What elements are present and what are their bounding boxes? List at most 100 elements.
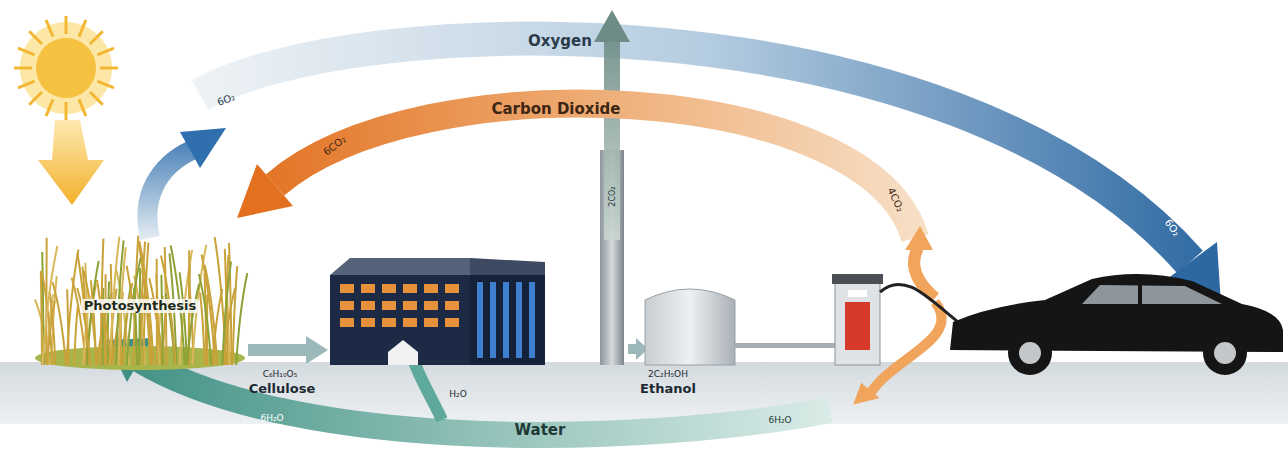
grass-blade	[236, 273, 247, 365]
sun-disc	[36, 38, 96, 98]
factory-window	[340, 318, 354, 327]
factory-column	[477, 282, 483, 358]
sun-ray	[14, 67, 32, 70]
formula: 6H₂O	[260, 413, 283, 423]
grass-blade	[41, 271, 42, 365]
grass-blade	[187, 284, 199, 365]
factory-window	[361, 284, 375, 293]
flow-name: Water	[515, 422, 566, 439]
tank	[645, 289, 735, 365]
ethanol-tank	[645, 289, 835, 365]
factory-window	[382, 318, 396, 327]
factory-window	[445, 284, 459, 293]
sunlight-arrow	[38, 120, 104, 205]
grass-blade	[53, 282, 66, 365]
fuel-pump	[832, 274, 958, 365]
pump-display	[848, 290, 867, 297]
factory-window	[382, 301, 396, 310]
factory-window	[361, 301, 375, 310]
car-window	[1082, 285, 1222, 304]
formula: 6H₂O	[768, 415, 791, 425]
sun-ray	[90, 31, 103, 44]
pump-body	[835, 282, 880, 365]
formula: 2CO₂	[607, 187, 616, 207]
factory-window	[445, 318, 459, 327]
smokestack	[594, 10, 630, 365]
factory-window	[403, 318, 417, 327]
factory-window	[424, 301, 438, 310]
grass-blade	[74, 305, 78, 365]
flow-name: Oxygen	[528, 33, 592, 50]
factory-roof-side	[470, 258, 545, 275]
co2-flow	[237, 104, 942, 415]
sun-ray	[97, 48, 114, 55]
grass-blade	[43, 246, 58, 365]
grass-blade	[138, 268, 141, 365]
sun-ray	[97, 81, 114, 88]
cellulose-arrow-head	[306, 336, 328, 364]
factory-columns	[477, 282, 535, 358]
grass-blade	[222, 262, 231, 365]
exhaust-co2-head	[905, 226, 933, 250]
sun-ray	[79, 99, 86, 116]
factory-side	[470, 275, 545, 365]
co2-arrowhead	[237, 164, 293, 218]
exhaust-water-head	[847, 383, 880, 415]
substance-name: Cellulose	[249, 382, 315, 397]
stack-co2-arrow	[604, 40, 620, 240]
sun-ray	[100, 67, 118, 70]
cellulose-arrow	[248, 344, 308, 356]
factory-column	[503, 282, 509, 358]
factory-front	[330, 275, 470, 365]
process-water-arrow	[412, 356, 442, 420]
formula: H₂O	[449, 389, 466, 399]
grass-blade	[91, 280, 96, 365]
sun-ray	[18, 81, 35, 88]
sun-ray	[46, 99, 53, 116]
car-hub	[1214, 342, 1236, 364]
car-wheel	[1203, 331, 1247, 375]
sun-ray	[79, 20, 86, 37]
sun-ray	[90, 92, 103, 105]
grass-blade	[67, 249, 79, 365]
grass-blade	[161, 275, 162, 365]
factory-column	[516, 282, 522, 358]
oxygen-release-arrow	[147, 150, 192, 238]
factory-window	[340, 284, 354, 293]
grass-blade	[107, 282, 109, 365]
grass-blade	[233, 266, 238, 365]
sun-ray	[46, 20, 53, 37]
factory-door	[388, 340, 418, 365]
sun-ray	[65, 102, 68, 120]
factory-window	[361, 318, 375, 327]
pump-hose	[880, 284, 958, 322]
car	[950, 274, 1283, 375]
substance-name: Ethanol	[640, 382, 696, 397]
factory-window	[424, 284, 438, 293]
grass-blade	[180, 272, 187, 365]
factory-roof	[330, 258, 470, 275]
factory-window	[424, 318, 438, 327]
car-pillar	[1138, 285, 1142, 304]
pump-cap	[832, 274, 883, 284]
sun-glow	[20, 22, 112, 114]
factory-window	[445, 301, 459, 310]
oxygen-release-head	[180, 128, 226, 168]
fuel-pipe	[735, 343, 835, 348]
stack-co2-head	[594, 10, 630, 42]
pump-panel	[845, 302, 870, 350]
formula: 2C₂H₅OH	[648, 369, 688, 379]
co2-band	[275, 104, 915, 238]
factory-window	[403, 301, 417, 310]
car-wheel	[1008, 331, 1052, 375]
factory-column	[490, 282, 496, 358]
grass-blade	[123, 283, 133, 365]
sun-ray	[18, 48, 35, 55]
factory-window	[403, 284, 417, 293]
oxygen-flow	[147, 39, 1221, 305]
process-name: Photosynthesis	[81, 299, 200, 314]
sun-ray	[29, 31, 42, 44]
sun	[14, 16, 118, 205]
biorefinery	[330, 258, 545, 365]
